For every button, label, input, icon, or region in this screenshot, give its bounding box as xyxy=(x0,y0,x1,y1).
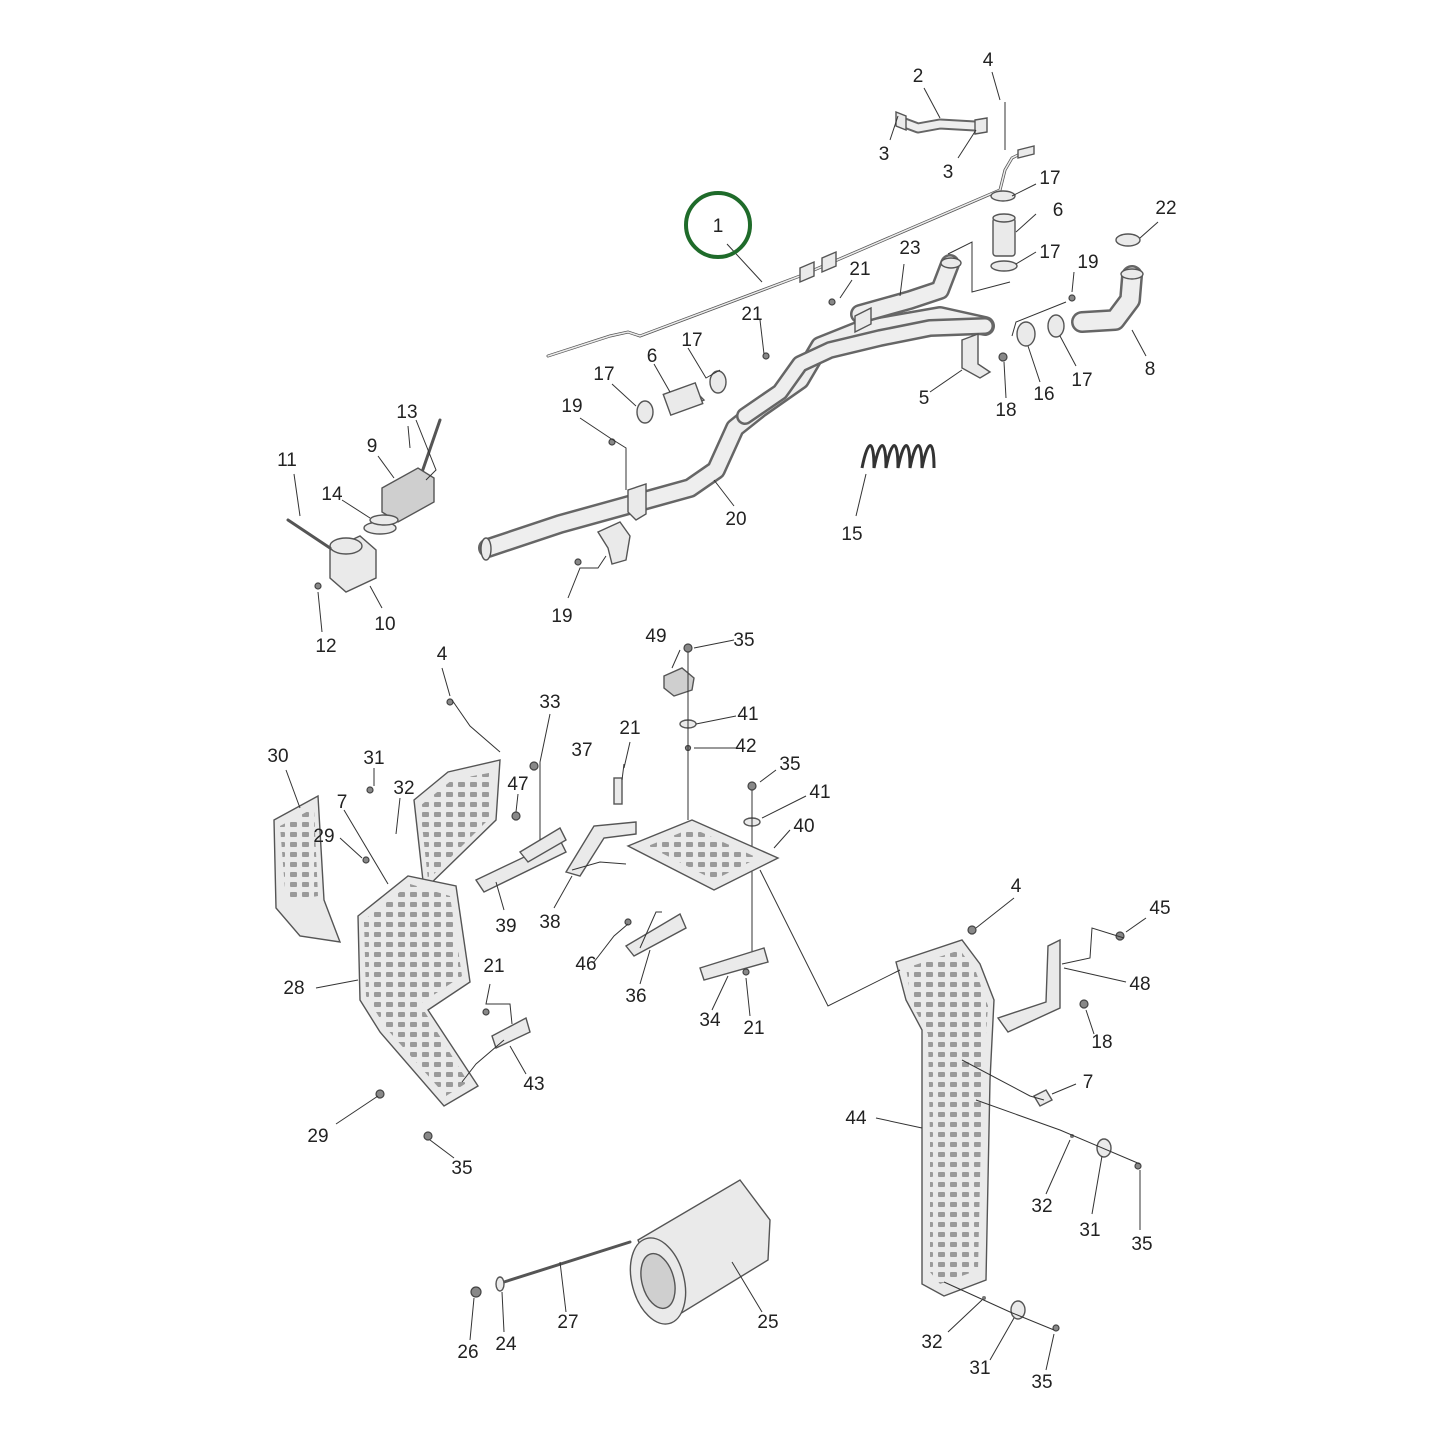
callout-39: 39 xyxy=(495,916,516,937)
spring-part-15 xyxy=(860,444,936,469)
callout-5: 5 xyxy=(919,388,930,409)
elbow-hose-part-8 xyxy=(1071,233,1144,333)
callout-28: 28 xyxy=(283,978,304,999)
callout-38: 38 xyxy=(539,912,560,933)
callout-18b: 18 xyxy=(1091,1032,1112,1053)
callout-29a: 29 xyxy=(313,826,334,847)
callout-14: 14 xyxy=(321,484,343,505)
clamps-and-bracket-right xyxy=(961,294,1076,379)
callout-10: 10 xyxy=(374,614,395,635)
callout-42: 42 xyxy=(735,736,756,757)
callout-6b: 6 xyxy=(647,346,658,367)
callout-8: 8 xyxy=(1145,359,1156,380)
callout-31a: 31 xyxy=(363,748,384,769)
callout-19c: 19 xyxy=(551,606,572,627)
callout-2: 2 xyxy=(913,66,924,87)
callout-21b: 21 xyxy=(741,304,762,325)
callout-33: 33 xyxy=(539,692,560,713)
rod-assembly-part-1 xyxy=(546,102,1035,358)
callout-19a: 19 xyxy=(1077,252,1098,273)
callout-48: 48 xyxy=(1129,974,1150,995)
callout-16: 16 xyxy=(1033,384,1054,405)
callout-40: 40 xyxy=(793,816,814,837)
callout-23: 23 xyxy=(899,238,920,259)
callout-49: 49 xyxy=(645,626,666,647)
callout-30: 30 xyxy=(267,746,288,767)
callout-45: 45 xyxy=(1149,898,1170,919)
callout-31c: 31 xyxy=(969,1358,990,1379)
callout-34: 34 xyxy=(699,1010,721,1031)
callout-24: 24 xyxy=(495,1334,517,1355)
callout-35e: 35 xyxy=(1031,1372,1052,1393)
callout-17d: 17 xyxy=(681,330,702,351)
callout-1[interactable]: 1 xyxy=(713,216,724,237)
callout-17e: 17 xyxy=(593,364,614,385)
callout-11: 11 xyxy=(277,450,297,471)
callout-22: 22 xyxy=(1155,198,1176,219)
heat-shield-plate-part-40 xyxy=(626,819,780,891)
callout-7b: 7 xyxy=(1083,1072,1094,1093)
muffler-part-25 xyxy=(470,1179,771,1325)
highlight-ring[interactable] xyxy=(684,191,752,259)
right-heat-shield-part-44 xyxy=(895,925,1142,1332)
callout-32b: 32 xyxy=(1031,1196,1052,1217)
callout-20: 20 xyxy=(725,509,746,530)
callout-labels: 1 2 3 3 4 4 4 5 6 6 7 7 8 9 10 11 12 13 … xyxy=(267,50,1176,1393)
highlight-ring-callout-1[interactable] xyxy=(684,191,752,259)
callout-41b: 41 xyxy=(809,782,830,803)
callout-31b: 31 xyxy=(1079,1220,1100,1241)
callout-3b: 3 xyxy=(943,162,954,183)
callout-46: 46 xyxy=(575,954,596,975)
callout-12: 12 xyxy=(315,636,336,657)
callout-3a: 3 xyxy=(879,144,890,165)
bracket-part-48 xyxy=(996,931,1125,1033)
brackets-37-39 xyxy=(474,761,637,893)
sleeve-upper-part-6 xyxy=(990,190,1018,272)
callout-4b: 4 xyxy=(437,644,448,665)
callout-32c: 32 xyxy=(921,1332,942,1353)
leader-lines xyxy=(285,71,1159,1371)
callout-27: 27 xyxy=(557,1312,578,1333)
callout-43: 43 xyxy=(523,1074,544,1095)
actuator-parts-9-14 xyxy=(286,418,442,593)
callout-41a: 41 xyxy=(737,704,758,725)
brackets-34-36 xyxy=(624,912,769,981)
callout-7a: 7 xyxy=(337,792,348,813)
callout-6a: 6 xyxy=(1053,200,1064,221)
callout-25: 25 xyxy=(757,1312,778,1333)
callout-21e: 21 xyxy=(743,1018,764,1039)
callout-21a: 21 xyxy=(849,259,870,280)
callout-32a: 32 xyxy=(393,778,414,799)
callout-4c: 4 xyxy=(1011,876,1022,897)
callout-17a: 17 xyxy=(1039,168,1060,189)
callout-35c: 35 xyxy=(451,1158,472,1179)
callout-17b: 17 xyxy=(1039,242,1060,263)
callout-35d: 35 xyxy=(1131,1234,1152,1255)
callout-26: 26 xyxy=(457,1342,478,1363)
callout-35b: 35 xyxy=(779,754,800,775)
callout-15: 15 xyxy=(841,524,862,545)
main-exhaust-pipe-part-20 xyxy=(478,306,995,565)
small-pipe-part-2 xyxy=(895,110,988,135)
callout-47: 47 xyxy=(507,774,528,795)
mount-part-49 xyxy=(663,643,761,960)
callout-37: 37 xyxy=(571,740,592,761)
callout-13: 13 xyxy=(396,402,417,423)
callout-18a: 18 xyxy=(995,400,1016,421)
callout-19b: 19 xyxy=(561,396,582,417)
callout-44: 44 xyxy=(845,1108,867,1129)
callout-29b: 29 xyxy=(307,1126,328,1147)
sleeve-middle-part-6 xyxy=(574,298,836,566)
callout-36: 36 xyxy=(625,986,646,1007)
callout-21d: 21 xyxy=(483,956,504,977)
callout-4a: 4 xyxy=(983,50,994,71)
hose-part-23 xyxy=(850,254,962,334)
left-heat-shields-28-30 xyxy=(273,698,531,1141)
callout-21c: 21 xyxy=(619,718,640,739)
callout-9: 9 xyxy=(367,436,378,457)
callout-35a: 35 xyxy=(733,630,754,651)
callout-17c: 17 xyxy=(1071,370,1092,391)
